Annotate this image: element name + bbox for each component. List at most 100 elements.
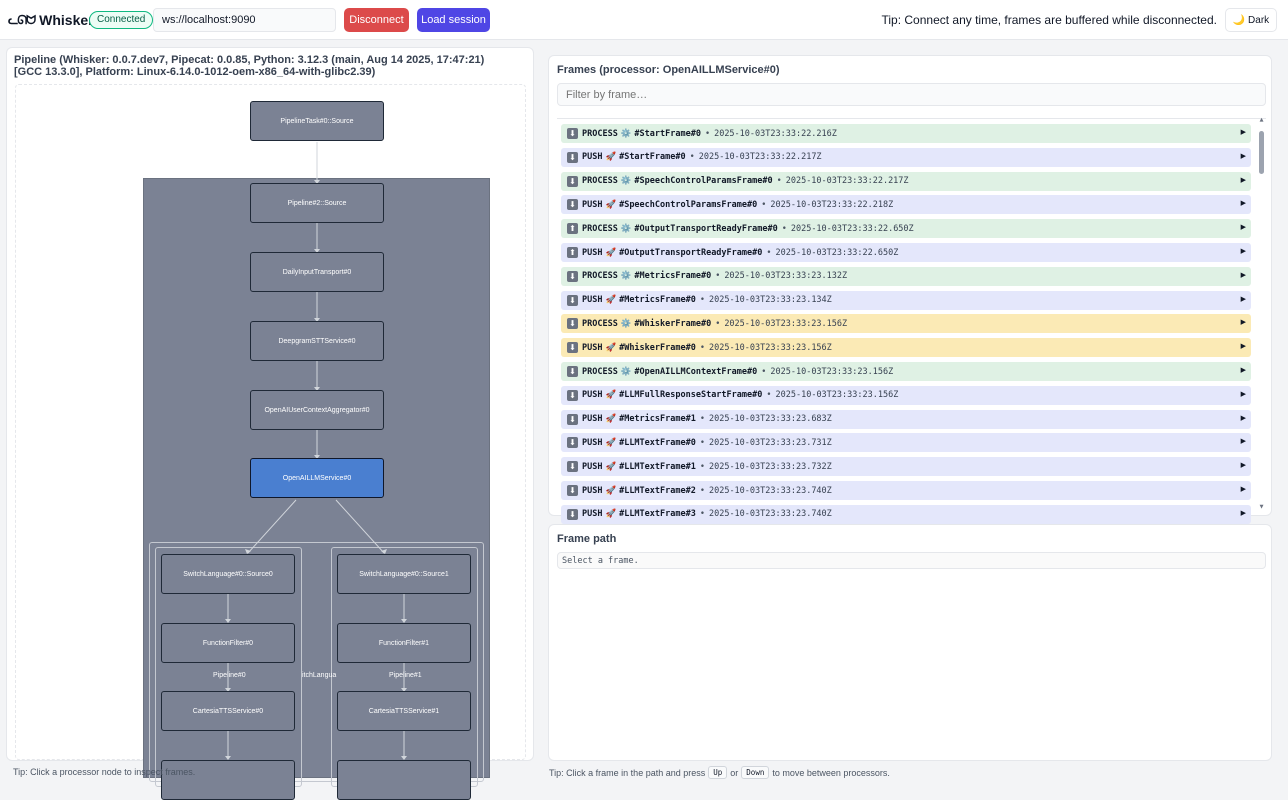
node-clipped-left[interactable] (161, 760, 295, 800)
node-daily-input-transport[interactable]: DailyInputTransport#0 (250, 252, 384, 292)
frames-list[interactable]: ⬇PROCESS⚙️#StartFrame#0•2025-10-03T23:33… (557, 118, 1266, 524)
node-function-filter0[interactable]: FunctionFilter#0 (161, 623, 295, 663)
scroll-down-icon[interactable]: ▼ (1259, 504, 1264, 510)
frames-panel: Frames (processor: OpenAILLMService#0) ⬇… (548, 55, 1272, 524)
node-cartesia-tts1[interactable]: CartesiaTTSService#1 (337, 691, 471, 731)
separator: • (766, 247, 772, 258)
frame-row[interactable]: ⬇PUSH🚀#StartFrame#0•2025-10-03T23:33:22.… (561, 147, 1251, 167)
expand-icon[interactable]: ▶ (1240, 366, 1246, 374)
frame-row[interactable]: ⬇PUSH🚀#LLMTextFrame#1•2025-10-03T23:33:2… (561, 457, 1251, 477)
expand-icon[interactable]: ▶ (1240, 461, 1246, 470)
frame-name: #MetricsFrame#0 (634, 271, 712, 282)
scroll-up-icon[interactable]: ▲ (1259, 117, 1264, 123)
frame-timestamp: 2025-10-03T23:33:22.216Z (714, 128, 837, 139)
frame-timestamp: 2025-10-03T23:33:23.132Z (724, 271, 848, 282)
frame-row[interactable]: ⬇PROCESS⚙️#OpenAILLMContextFrame#0•2025-… (561, 362, 1251, 381)
expand-icon[interactable]: ▶ (1240, 294, 1246, 303)
frame-name: #WhiskerFrame#0 (634, 318, 712, 329)
frame-name: #SpeechControlParamsFrame#0 (619, 199, 758, 210)
frame-kind-icon: 🚀 (605, 152, 617, 163)
expand-icon[interactable]: ▶ (1240, 175, 1246, 184)
tip-or: or (730, 767, 739, 778)
node-clipped-right[interactable] (337, 760, 471, 800)
frame-name: #LLMTextFrame#2 (619, 485, 696, 496)
frame-row[interactable]: ⬇PUSH🚀#SpeechControlParamsFrame#0•2025-1… (561, 195, 1251, 215)
node-deepgram-stt[interactable]: DeepgramSTTService#0 (250, 321, 384, 361)
node-switch-language-source0[interactable]: SwitchLanguage#0::Source0 (161, 554, 295, 594)
node-cartesia-tts0[interactable]: CartesiaTTSService#0 (161, 691, 295, 731)
frame-row[interactable]: ⬆PUSH🚀#OutputTransportReadyFrame#0•2025-… (561, 243, 1251, 262)
frame-row[interactable]: ⬇PUSH🚀#LLMTextFrame#0•2025-10-03T23:33:2… (561, 433, 1251, 453)
cat-logo-icon: ᓚᘏᗢ (8, 12, 36, 27)
frame-row[interactable]: ⬇PROCESS⚙️#StartFrame#0•2025-10-03T23:33… (561, 124, 1251, 143)
frame-filter-input[interactable] (557, 83, 1266, 106)
scroll-thumb[interactable] (1259, 131, 1264, 174)
switch-language-group (149, 542, 484, 782)
frame-row[interactable]: ⬇PUSH🚀#WhiskerFrame#0•2025-10-03T23:33:2… (561, 338, 1251, 358)
key-up: Up (708, 766, 728, 779)
expand-icon[interactable]: ▶ (1240, 199, 1246, 208)
node-switch-language-source1[interactable]: SwitchLanguage#0::Source1 (337, 554, 471, 594)
direction-arrow-icon: ⬇ (567, 151, 578, 163)
frame-kind: PROCESS (582, 223, 618, 234)
frame-row[interactable]: ⬇PROCESS⚙️#MetricsFrame#0•2025-10-03T23:… (561, 266, 1251, 286)
frames-scrollbar[interactable]: ▲ ▼ (1258, 117, 1265, 512)
frame-row[interactable]: ⬇PUSH🚀#LLMTextFrame#3•2025-10-03T23:33:2… (561, 504, 1251, 524)
frame-row[interactable]: ⬇PUSH🚀#LLMFullResponseStartFrame#0•2025-… (561, 385, 1251, 405)
expand-icon[interactable]: ▶ (1240, 437, 1246, 446)
theme-toggle-button[interactable]: 🌙 Dark (1225, 8, 1277, 32)
frame-timestamp: 2025-10-03T23:33:23.156Z (770, 366, 894, 377)
frame-kind-icon: ⚙️ (620, 176, 632, 187)
node-pipeline-task-source[interactable]: PipelineTask#0::Source (250, 101, 384, 141)
separator: • (699, 295, 705, 306)
frame-kind: PUSH (582, 437, 603, 448)
direction-arrow-icon: ⬆ (567, 223, 578, 235)
separator: • (699, 414, 705, 425)
frame-timestamp: 2025-10-03T23:33:23.732Z (708, 461, 832, 472)
frame-row[interactable]: ⬇PROCESS⚙️#SpeechControlParamsFrame#0•20… (561, 171, 1251, 191)
frame-row[interactable]: ⬇PUSH🚀#MetricsFrame#0•2025-10-03T23:33:2… (561, 290, 1251, 310)
expand-icon[interactable]: ▶ (1240, 151, 1246, 160)
frame-kind: PROCESS (582, 366, 618, 377)
separator: • (689, 152, 695, 163)
expand-icon[interactable]: ▶ (1240, 128, 1246, 136)
direction-arrow-icon: ⬇ (567, 366, 578, 377)
frame-kind-icon: 🚀 (605, 342, 617, 353)
node-openai-llm-selected[interactable]: OpenAILLMService#0 (250, 458, 384, 498)
frame-row[interactable]: ⬇PROCESS⚙️#WhiskerFrame#0•2025-10-03T23:… (561, 314, 1251, 334)
key-down: Down (741, 766, 770, 779)
separator: • (699, 485, 705, 496)
pipeline-graph[interactable]: PipelineTask#0::Source Pipeline#2::Sourc… (15, 84, 526, 800)
frame-kind-icon: 🚀 (605, 199, 617, 210)
load-session-button[interactable]: Load session (417, 8, 490, 32)
node-function-filter1[interactable]: FunctionFilter#1 (337, 623, 471, 663)
expand-icon[interactable]: ▶ (1240, 485, 1246, 493)
frame-row[interactable]: ⬆PROCESS⚙️#OutputTransportReadyFrame#0•2… (561, 219, 1251, 239)
expand-icon[interactable]: ▶ (1240, 223, 1246, 232)
frame-name: #LLMTextFrame#1 (619, 461, 696, 472)
direction-arrow-icon: ⬇ (567, 128, 578, 139)
expand-icon[interactable]: ▶ (1240, 247, 1246, 255)
node-user-context-aggregator[interactable]: OpenAIUserContextAggregator#0 (250, 390, 384, 430)
expand-icon[interactable]: ▶ (1240, 413, 1246, 422)
expand-icon[interactable]: ▶ (1240, 270, 1246, 279)
expand-icon[interactable]: ▶ (1240, 389, 1246, 398)
frame-name: #LLMFullResponseStartFrame#0 (619, 390, 763, 401)
frame-row[interactable]: ⬇PUSH🚀#LLMTextFrame#2•2025-10-03T23:33:2… (561, 481, 1251, 500)
frame-name: #OutputTransportReadyFrame#0 (634, 223, 778, 234)
frame-kind-icon: ⚙️ (620, 366, 632, 377)
node-pipeline-source[interactable]: Pipeline#2::Source (250, 183, 384, 223)
theme-label: Dark (1248, 14, 1270, 26)
websocket-url-input[interactable] (153, 8, 336, 32)
connection-status-badge: Connected (89, 11, 154, 29)
expand-icon[interactable]: ▶ (1240, 318, 1246, 327)
separator: • (699, 342, 705, 353)
separator: • (761, 366, 767, 377)
expand-icon[interactable]: ▶ (1240, 508, 1246, 517)
frame-row[interactable]: ⬇PUSH🚀#MetricsFrame#1•2025-10-03T23:33:2… (561, 409, 1251, 429)
disconnect-button[interactable]: Disconnect (344, 8, 409, 32)
separator: • (781, 223, 787, 234)
frame-kind: PROCESS (582, 318, 618, 329)
expand-icon[interactable]: ▶ (1240, 342, 1246, 351)
pipeline-title: Pipeline (Whisker: 0.0.7.dev7, Pipecat: … (14, 54, 485, 78)
